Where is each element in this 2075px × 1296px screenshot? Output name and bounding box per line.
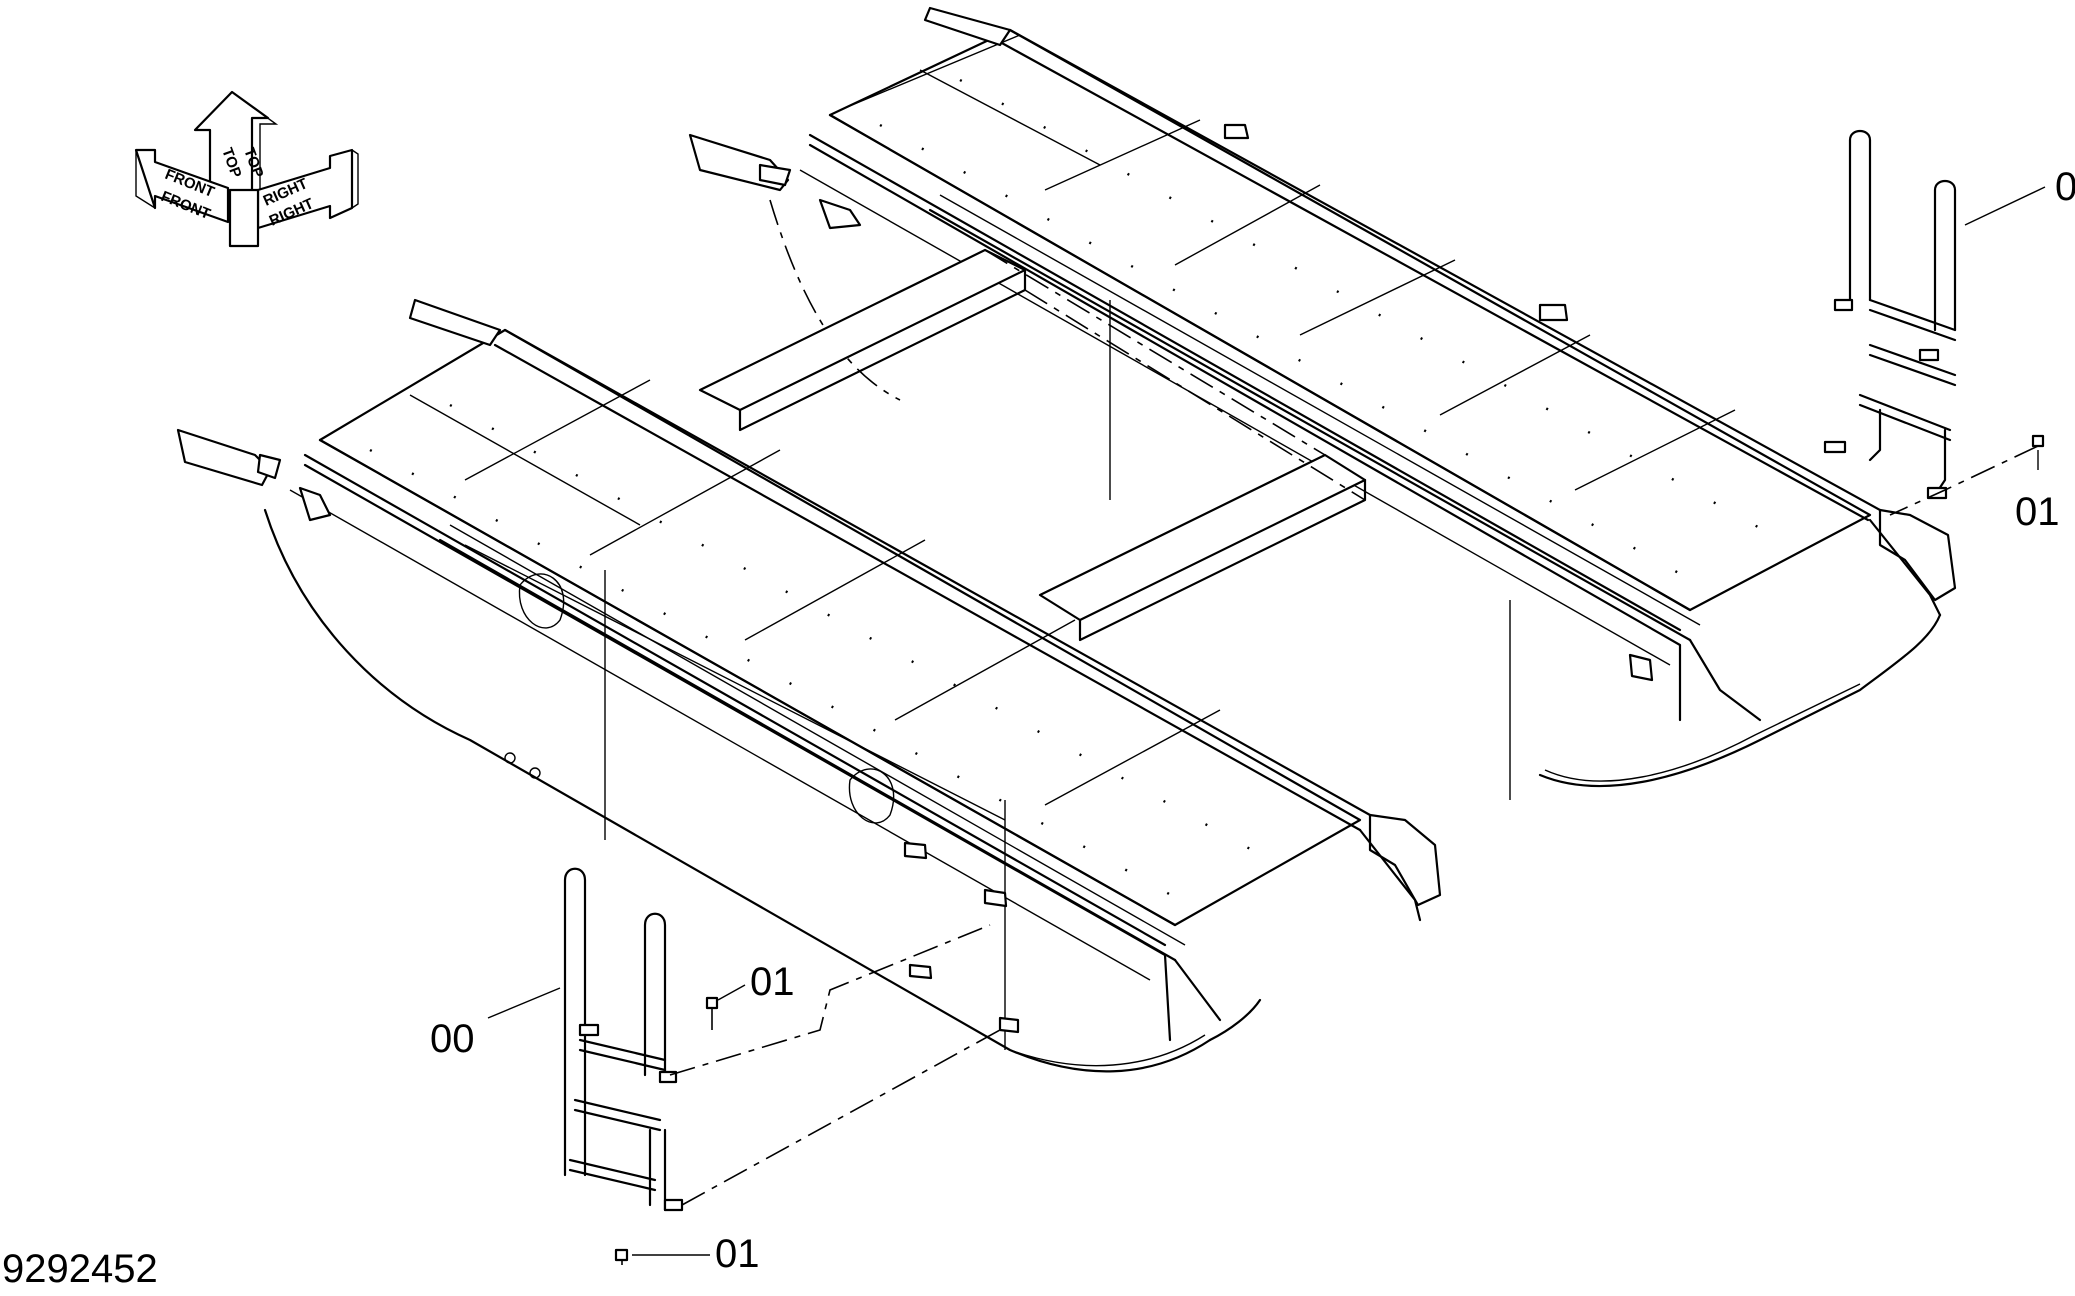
pin-right	[2031, 434, 2045, 448]
leader-lines	[487, 186, 2046, 1256]
assembly-lines	[621, 445, 2039, 1265]
cross-beams	[698, 248, 1511, 800]
callout-ladder-left: 00	[430, 1017, 475, 1061]
callout-pin-right: 01	[2015, 490, 2060, 534]
pontoon-left	[176, 298, 1442, 1073]
pin-left-lower	[614, 1248, 629, 1262]
orientation-icon: FRONT FRONT TOP TOP RIGHT RIGHT	[134, 90, 359, 248]
pontoon-right	[688, 6, 1957, 788]
drawing-number: 9292452	[2, 1247, 158, 1291]
callout-pin-left-lower: 01	[715, 1232, 760, 1276]
ladder-right	[1823, 129, 1957, 500]
ladder-left	[563, 867, 684, 1212]
callout-pin-left-upper: 01	[750, 960, 795, 1004]
callout-ladder-right: 00	[2055, 165, 2075, 209]
pin-left-upper	[705, 996, 719, 1010]
